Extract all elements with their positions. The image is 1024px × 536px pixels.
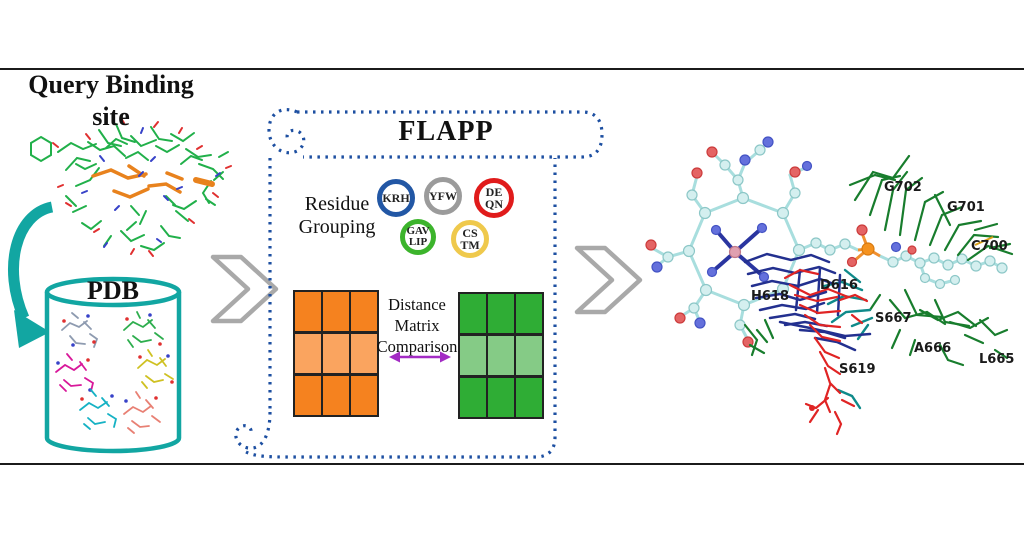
matrix-cell <box>460 294 486 333</box>
comparison-line3: Comparison <box>376 337 458 356</box>
green-residues-top <box>848 154 1014 262</box>
mini-molecule-yellow <box>137 349 174 389</box>
residue-grouping-line1: Residue <box>304 193 370 215</box>
flapp-scroll-border <box>234 108 604 459</box>
group-label: GAV <box>406 225 430 237</box>
flapp-title: FLAPP <box>398 116 494 147</box>
pdb-label: PDB <box>87 276 139 305</box>
matrix-cell <box>351 292 377 331</box>
comparison-line2: Matrix <box>394 316 440 335</box>
matrix-cell <box>323 292 349 331</box>
matrix-cell <box>488 294 514 333</box>
query-distance-matrix <box>293 290 379 417</box>
residue-grouping-line2: Grouping <box>298 216 376 238</box>
navy-residues <box>743 252 872 352</box>
comparison-line1: Distance <box>388 295 446 314</box>
matrix-cell <box>488 336 514 375</box>
residue-group-de-qn: DE QN <box>474 178 514 218</box>
residue-label-h618: H618 <box>751 289 790 304</box>
residue-group-krh: KRH <box>377 179 415 217</box>
mini-molecule-cyan <box>79 389 118 430</box>
red-residues <box>783 268 869 436</box>
target-distance-matrix <box>458 292 544 419</box>
distance-matrix-comparison-label: Distance Matrix Comparison <box>376 294 458 357</box>
residue-label-a666: A666 <box>914 341 952 356</box>
matrix-cell <box>295 376 321 415</box>
query-binding-site-title-line2: site <box>92 102 130 131</box>
matrix-cell <box>516 378 542 417</box>
matrix-cell <box>516 336 542 375</box>
group-label: LIP <box>408 236 428 248</box>
residue-label-s667: S667 <box>875 311 912 326</box>
group-label: QN <box>485 197 503 211</box>
residue-group-yfw: YFW <box>424 177 462 215</box>
residue-label-d616: D616 <box>820 278 858 293</box>
pdb-mini-molecules <box>55 311 174 434</box>
flow-chevron-icon-1 <box>210 254 279 324</box>
residue-label-s619: S619 <box>839 362 876 377</box>
residue-label-g702: G702 <box>884 180 922 195</box>
mini-molecule-green <box>123 311 164 348</box>
query-molecule-figure <box>30 117 232 257</box>
pdb-cylinder <box>44 276 182 454</box>
matrix-cell <box>295 292 321 331</box>
residue-group-gav-lip: GAV LIP <box>400 219 436 255</box>
group-label: DE <box>485 185 503 199</box>
matrix-cell <box>488 378 514 417</box>
matrix-cell <box>516 294 542 333</box>
top-rule <box>0 68 1024 70</box>
matrix-cell <box>295 334 321 373</box>
residue-label-c700: C700 <box>971 239 1008 254</box>
comparison-arrow-icon <box>389 351 451 363</box>
group-label: TM <box>460 238 480 252</box>
flow-chevron-icon-2 <box>574 245 643 315</box>
matrix-cell <box>460 378 486 417</box>
residue-label-l665: L665 <box>979 352 1015 367</box>
matrix-cell <box>460 336 486 375</box>
matrix-cell <box>351 334 377 373</box>
mini-molecule-salmon <box>123 391 161 434</box>
matrix-cell <box>323 376 349 415</box>
mini-molecule-magenta <box>55 353 95 392</box>
residue-group-cs-tm: CS TM <box>451 220 489 258</box>
pdb-feed-arrow-icon <box>8 201 54 348</box>
residue-label-g701: G701 <box>947 200 985 215</box>
query-binding-site-title-line1: Query Binding <box>28 70 194 99</box>
group-label: KRH <box>382 191 410 205</box>
matrix-cell <box>323 334 349 373</box>
aligned-binding-sites-figure <box>645 136 1014 436</box>
bottom-rule <box>0 463 1024 465</box>
mini-molecule-gray <box>61 312 99 348</box>
green-residues-bottom <box>743 288 1009 367</box>
group-label: YFW <box>429 189 457 203</box>
group-label: CS <box>462 226 478 240</box>
residue-grouping-label: Residue Grouping <box>292 193 382 239</box>
matrix-cell <box>351 376 377 415</box>
